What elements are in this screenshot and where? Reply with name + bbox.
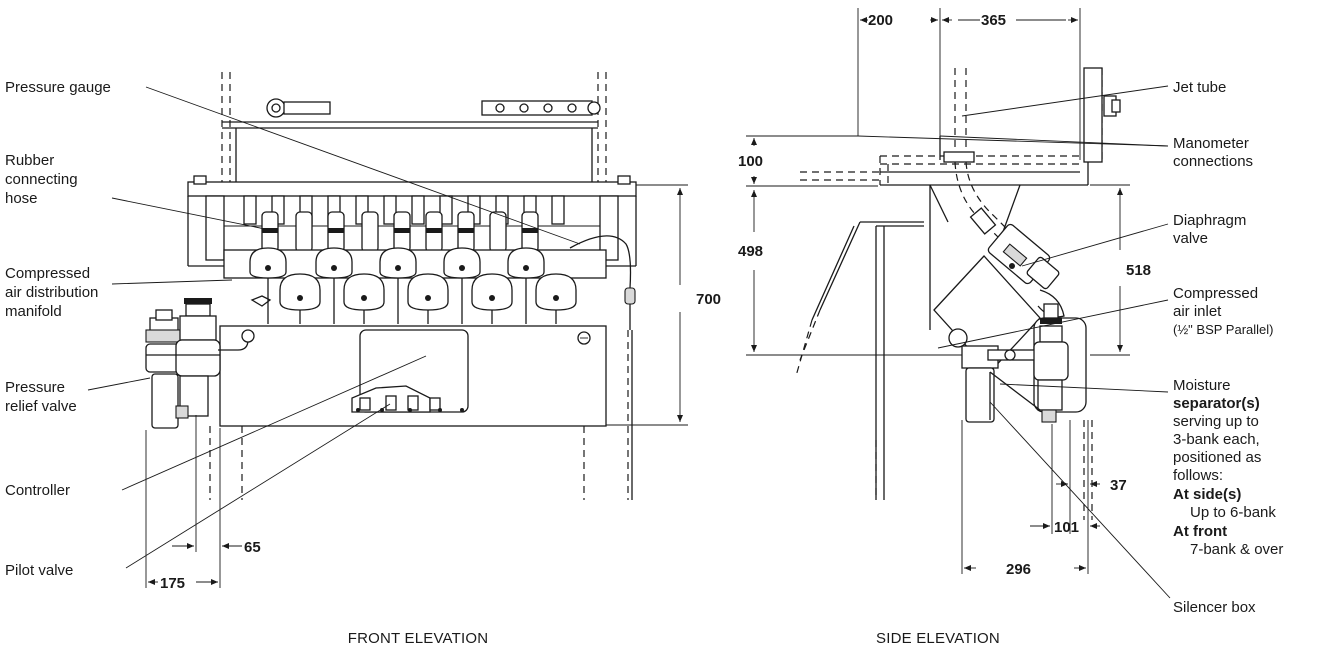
label-rubber-hose-2: connecting bbox=[5, 171, 78, 188]
label-at-sides: At side(s) bbox=[1173, 486, 1241, 503]
label-silencer-box: Silencer box bbox=[1173, 599, 1256, 616]
front-rubber-hoses bbox=[261, 211, 539, 253]
dim-65: 65 bbox=[244, 539, 261, 556]
front-top-rail bbox=[481, 100, 601, 116]
front-header-box bbox=[187, 175, 637, 266]
label-moisture-4: 3-bank each, bbox=[1173, 431, 1260, 448]
label-controller: Controller bbox=[5, 482, 70, 499]
label-at-front-note: 7-bank & over bbox=[1190, 541, 1283, 558]
side-dim-518 bbox=[1090, 184, 1130, 356]
dim-498: 498 bbox=[738, 243, 763, 260]
label-manometer-1: Manometer bbox=[1173, 135, 1249, 152]
label-moisture-6: follows: bbox=[1173, 467, 1223, 484]
label-rubber-hose-3: hose bbox=[5, 190, 38, 207]
front-legs bbox=[209, 330, 633, 500]
side-silencer-box bbox=[933, 255, 1087, 413]
label-pilot-valve: Pilot valve bbox=[5, 562, 73, 579]
caption-side-elevation: SIDE ELEVATION bbox=[876, 630, 1000, 647]
dim-365: 365 bbox=[981, 12, 1006, 29]
side-header bbox=[800, 136, 1089, 186]
label-moisture-3: serving up to bbox=[1173, 413, 1259, 430]
front-separator-assembly bbox=[145, 298, 255, 429]
dim-200: 200 bbox=[868, 12, 893, 29]
caption-front-elevation: FRONT ELEVATION bbox=[348, 630, 489, 647]
side-dims-top bbox=[857, 8, 1081, 160]
front-diaphragm-valves-upper bbox=[249, 247, 545, 279]
label-manifold-3: manifold bbox=[5, 303, 62, 320]
dim-296: 296 bbox=[1006, 561, 1031, 578]
label-diaphragm-1: Diaphragm bbox=[1173, 212, 1246, 229]
label-at-sides-note: Up to 6-bank bbox=[1190, 504, 1276, 521]
side-tube-bend bbox=[954, 161, 1009, 239]
front-leaders bbox=[87, 86, 581, 569]
side-dim-100 bbox=[746, 135, 878, 187]
front-pilot-valves bbox=[351, 385, 464, 413]
side-dim-498 bbox=[746, 190, 962, 356]
label-moisture-2: separator(s) bbox=[1173, 395, 1260, 412]
side-leaders bbox=[857, 85, 1171, 599]
dim-100: 100 bbox=[738, 153, 763, 170]
side-legs bbox=[1083, 420, 1093, 520]
label-air-inlet-note: (½" BSP Parallel) bbox=[1173, 322, 1273, 337]
dim-518: 518 bbox=[1126, 262, 1151, 279]
label-moisture-5: positioned as bbox=[1173, 449, 1261, 466]
label-air-inlet-2: air inlet bbox=[1173, 303, 1222, 320]
front-dims-bottom bbox=[145, 415, 242, 588]
label-at-front: At front bbox=[1173, 523, 1227, 540]
side-elevation-view: Jet tube Manometer connections Diaphragm… bbox=[738, 8, 1283, 647]
front-dim-700 bbox=[606, 184, 688, 426]
dim-37: 37 bbox=[1110, 477, 1127, 494]
label-moisture-1: Moisture bbox=[1173, 377, 1231, 394]
label-manometer-2: connections bbox=[1173, 153, 1253, 170]
label-jet-tube: Jet tube bbox=[1173, 79, 1226, 96]
front-lifting-eye bbox=[266, 98, 331, 118]
front-upper-frame bbox=[221, 72, 607, 182]
label-relief-valve-2: relief valve bbox=[5, 398, 77, 415]
label-air-inlet-1: Compressed bbox=[1173, 285, 1258, 302]
label-relief-valve-1: Pressure bbox=[5, 379, 65, 396]
label-manifold-2: air distribution bbox=[5, 284, 98, 301]
side-casing bbox=[795, 184, 1021, 500]
label-diaphragm-2: valve bbox=[1173, 230, 1208, 247]
dim-101: 101 bbox=[1054, 519, 1079, 536]
front-diaphragm-valves-lower bbox=[267, 273, 577, 324]
front-elevation-view: Pressure gauge Rubber connecting hose Co… bbox=[5, 72, 721, 647]
side-dims-bottom bbox=[961, 420, 1100, 574]
front-gauge-line bbox=[569, 235, 636, 330]
label-pressure-gauge: Pressure gauge bbox=[5, 79, 111, 96]
label-manifold-1: Compressed bbox=[5, 265, 90, 282]
label-rubber-hose-1: Rubber bbox=[5, 152, 54, 169]
dim-175: 175 bbox=[160, 575, 185, 592]
dim-700: 700 bbox=[696, 291, 721, 308]
side-separator-assembly bbox=[961, 303, 1069, 423]
side-jet-tube bbox=[954, 67, 1121, 163]
